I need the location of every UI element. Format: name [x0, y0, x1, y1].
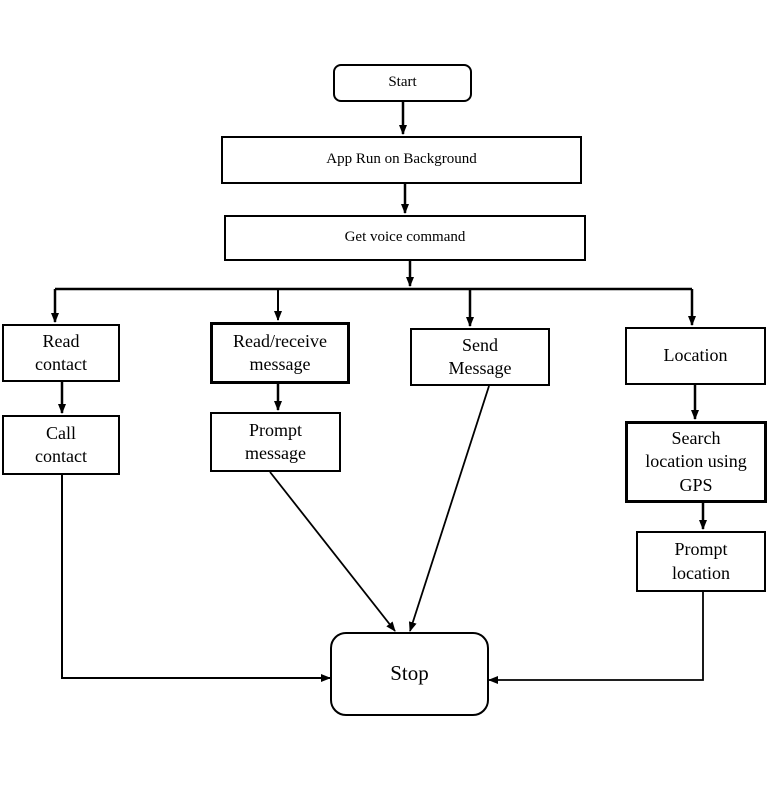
node-prompt-message: Prompt message: [210, 412, 341, 472]
node-stop: Stop: [330, 632, 489, 716]
node-location: Location: [625, 327, 766, 385]
arrow-prompt-message-to-stop: [269, 471, 396, 632]
node-start: Start: [333, 64, 472, 102]
node-prompt-location: Prompt location: [636, 531, 766, 592]
node-background: App Run on Background: [221, 136, 582, 184]
node-call-contact: Call contact: [2, 415, 120, 475]
arrow-prompt-location-to-stop: [488, 592, 704, 684]
node-voice: Get voice command: [224, 215, 586, 261]
node-send-message: Send Message: [410, 328, 550, 386]
node-read-message: Read/receive message: [210, 322, 350, 384]
node-read-contact: Read contact: [2, 324, 120, 382]
arrow-call-to-stop: [61, 475, 331, 682]
node-search-location: Search location using GPS: [625, 421, 767, 503]
arrow-send-message-to-stop: [408, 385, 490, 632]
